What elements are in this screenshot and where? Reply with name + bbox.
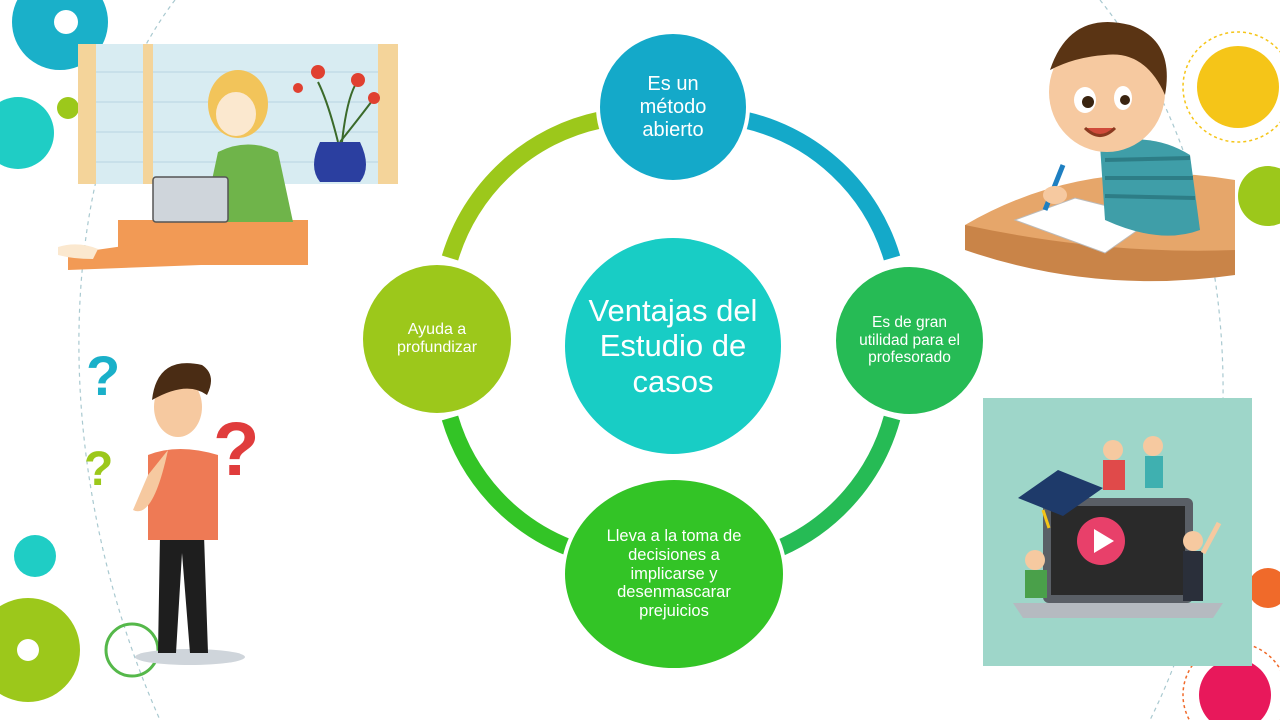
decor-circle (1248, 568, 1280, 608)
decor-circle (1182, 642, 1280, 720)
decor-circle (0, 97, 54, 169)
node-toma-decisiones: Lleva a la toma de decisiones a implicar… (561, 476, 787, 672)
decor-circle (17, 639, 39, 661)
node-label: Es un método abierto (639, 72, 707, 141)
decor-circle (54, 10, 78, 34)
decor-circle (104, 622, 160, 678)
decor-circle (1199, 659, 1271, 720)
boy-writing-illustration (965, 22, 1235, 282)
node-metodo-abierto: Es un método abierto (596, 30, 750, 184)
decor-circle (57, 97, 79, 119)
node-ayuda-profundizar: Ayuda a profundizar (359, 261, 515, 417)
node-label: Ayuda a profundizar (396, 320, 478, 356)
svg-text:?: ? (86, 345, 120, 407)
online-class-illustration (983, 398, 1252, 666)
decor-circle (14, 535, 56, 577)
ring-segment-bottom-left (441, 415, 574, 556)
center-node: Ventajas del Estudio de casos (565, 238, 781, 454)
svg-text:?: ? (84, 443, 113, 496)
ring-segment-right-bottom (776, 415, 901, 556)
ring-segment-left-top (441, 111, 602, 261)
decor-circle (1182, 31, 1280, 143)
thinking-man-illustration: ? ? ? (84, 345, 259, 665)
ring-segment-top-right (743, 111, 901, 261)
decor-circle (0, 598, 80, 702)
decor-circle (1197, 46, 1279, 128)
svg-text:?: ? (213, 407, 259, 492)
center-label: Ventajas del Estudio de casos (588, 293, 758, 399)
decor-circle (1238, 166, 1280, 226)
woman-laptop-illustration (58, 44, 398, 270)
node-utilidad-profesorado: Es de gran utilidad para el profesorado (832, 263, 987, 418)
node-label: Lleva a la toma de decisiones a implicar… (606, 526, 742, 621)
node-label: Es de gran utilidad para el profesorado (859, 313, 960, 367)
